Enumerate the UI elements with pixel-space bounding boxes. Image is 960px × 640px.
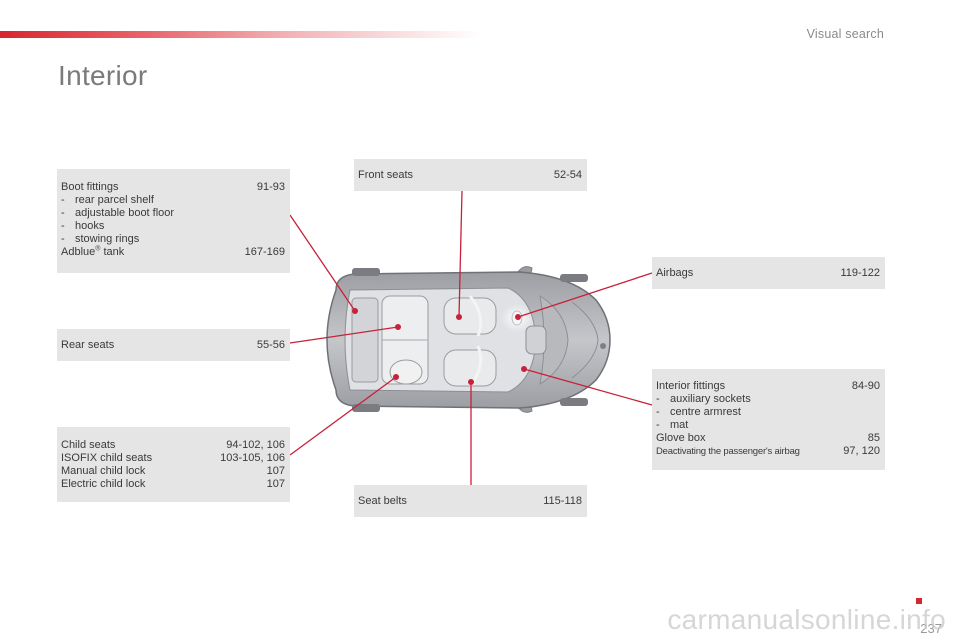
airbags-box: Airbags 119-122 — [652, 257, 885, 289]
boot-item: -rear parcel shelf — [61, 194, 154, 206]
child-row: ISOFIX child seats 103-105, 106 — [61, 452, 285, 464]
rear-seats-pages: 55-56 — [256, 338, 285, 351]
front-seats-label: Front seats — [358, 168, 414, 181]
boot-item: -stowing rings — [61, 233, 140, 245]
airbags-label: Airbags — [656, 266, 694, 279]
interior-fittings-row: Interior fittings 84-90 — [656, 380, 880, 393]
leader-rear-seats — [289, 326, 399, 344]
interior-item: -centre armrest — [656, 406, 741, 418]
marker-airbags — [515, 314, 521, 320]
leader-child-seats — [289, 376, 397, 456]
leader-boot — [289, 214, 356, 312]
deactivate-airbag-row: Deactivating the passenger's airbag 97, … — [656, 445, 880, 458]
adblue-label: Adblue® tank — [61, 245, 125, 258]
deactivate-airbag-label: Deactivating the passenger's airbag — [656, 446, 800, 457]
interior-item: -auxiliary sockets — [656, 393, 751, 405]
interior-fittings-label: Interior fittings — [656, 380, 726, 392]
page-number: 237 — [920, 621, 942, 636]
rear-seats-label: Rear seats — [61, 338, 115, 351]
rear-seats-box: Rear seats 55-56 — [57, 329, 290, 361]
seat-belts-pages: 115-118 — [543, 494, 582, 507]
boot-item: -hooks — [61, 220, 105, 232]
front-seats-box: Front seats 52-54 — [354, 159, 587, 191]
interior-fittings-pages: 84-90 — [851, 380, 880, 392]
leader-interior-fittings — [523, 368, 653, 406]
boot-fittings-row: Boot fittings 91-93 — [61, 181, 285, 194]
child-row: Electric child lock 107 — [61, 478, 285, 490]
boot-fittings-pages: 91-93 — [256, 181, 285, 193]
watermark: carmanualsonline.info — [667, 604, 946, 635]
marker-rear-seats — [395, 324, 401, 330]
marker-boot — [352, 308, 358, 314]
front-seats-pages: 52-54 — [553, 168, 582, 181]
child-safety-box: Child seats 94-102, 106 ISOFIX child sea… — [57, 427, 290, 502]
child-row: Child seats 94-102, 106 — [61, 439, 285, 451]
glove-box-label: Glove box — [656, 432, 706, 444]
glove-box-pages: 85 — [867, 432, 880, 444]
adblue-row: Adblue® tank 167-169 — [61, 245, 285, 259]
marker-front-seats — [456, 314, 462, 320]
adblue-pages: 167-169 — [244, 246, 285, 258]
leader-front-seats — [458, 190, 463, 318]
interior-fittings-box: Interior fittings 84-90 -auxiliary socke… — [652, 369, 885, 470]
marker-child-seats — [393, 374, 399, 380]
page-marker — [916, 598, 922, 604]
seat-belts-box: Seat belts 115-118 — [354, 485, 587, 517]
marker-interior-fittings — [521, 366, 527, 372]
marker-seat-belts — [468, 379, 474, 385]
header-accent-bar — [0, 31, 480, 38]
car-body — [326, 266, 611, 413]
boot-fittings-box: Boot fittings 91-93 -rear parcel shelf -… — [57, 169, 290, 273]
interior-item: -mat — [656, 419, 689, 431]
leader-airbags — [517, 272, 653, 318]
deactivate-airbag-pages: 97, 120 — [843, 445, 880, 457]
section-header: Visual search — [806, 27, 884, 41]
child-row: Manual child lock 107 — [61, 465, 285, 477]
airbags-pages: 119-122 — [840, 266, 880, 279]
seat-belts-label: Seat belts — [358, 494, 407, 507]
page-title: Interior — [58, 60, 148, 91]
glove-box-row: Glove box 85 — [656, 432, 880, 445]
boot-item: -adjustable boot floor — [61, 207, 175, 219]
boot-fittings-label: Boot fittings — [61, 181, 119, 193]
